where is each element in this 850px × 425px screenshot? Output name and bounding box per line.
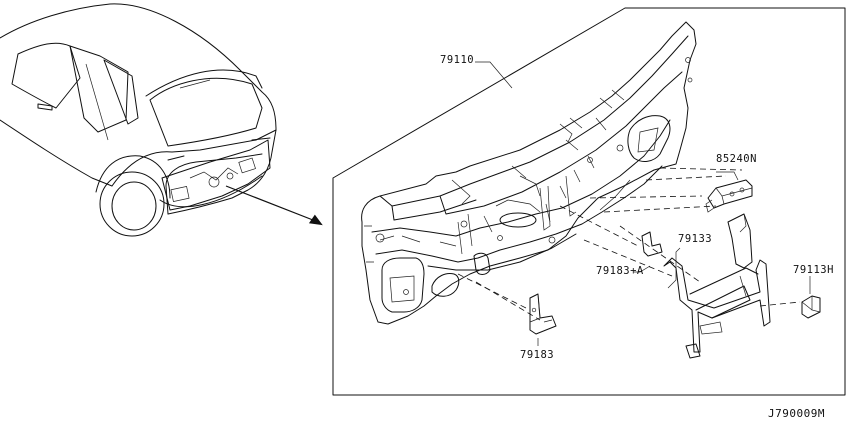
label-85240N: 85240N <box>716 153 757 165</box>
clip-79113H <box>801 295 821 319</box>
label-79113H: 79113H <box>793 264 834 276</box>
exploded-view-frame <box>332 7 846 396</box>
car-illustration <box>0 3 277 237</box>
leader-lines <box>475 61 811 346</box>
frame-79133 <box>663 213 771 359</box>
rear-panel-79110 <box>361 21 697 325</box>
bracket-85240N <box>705 179 753 213</box>
label-79183: 79183 <box>520 349 555 361</box>
label-79133: 79133 <box>678 233 713 245</box>
assembly-guide-lines <box>457 167 801 321</box>
figure-code: J790009M <box>768 407 825 420</box>
bracket-79183 <box>529 293 557 335</box>
label-79110: 79110 <box>440 54 475 66</box>
bracket-79183A <box>641 231 663 257</box>
label-79183A: 79183+A <box>596 265 644 277</box>
direction-arrow <box>225 185 323 226</box>
